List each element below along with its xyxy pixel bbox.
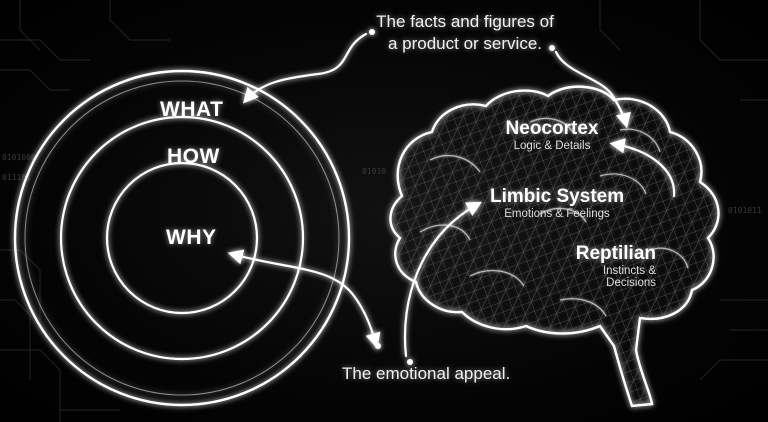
label-how: HOW <box>167 145 220 169</box>
region-limbic: Limbic System Emotions & Feelings <box>490 186 624 220</box>
region-reptilian-subtitle-line2: Decisions <box>556 277 656 289</box>
region-limbic-subtitle: Emotions & Feelings <box>490 208 624 220</box>
arrow-why-to-caption <box>232 254 376 344</box>
caption-facts-line1: The facts and figures of <box>360 11 570 33</box>
region-neocortex-title: Neocortex <box>496 118 608 140</box>
region-neocortex-subtitle: Logic & Details <box>496 140 608 152</box>
region-reptilian: Reptilian Instincts & Decisions <box>556 243 656 289</box>
region-reptilian-subtitle-line1: Instincts & <box>556 265 656 277</box>
caption-facts-line2: a product or service. <box>360 33 570 55</box>
caption-facts: The facts and figures of a product or se… <box>360 11 570 55</box>
label-why: WHY <box>166 226 217 250</box>
arrow-caption-to-what <box>246 34 366 100</box>
caption-emotional: The emotional appeal. <box>342 363 510 385</box>
region-reptilian-title: Reptilian <box>556 243 656 265</box>
label-what: WHAT <box>160 98 223 122</box>
region-neocortex: Neocortex Logic & Details <box>496 118 608 152</box>
region-limbic-title: Limbic System <box>490 186 624 208</box>
